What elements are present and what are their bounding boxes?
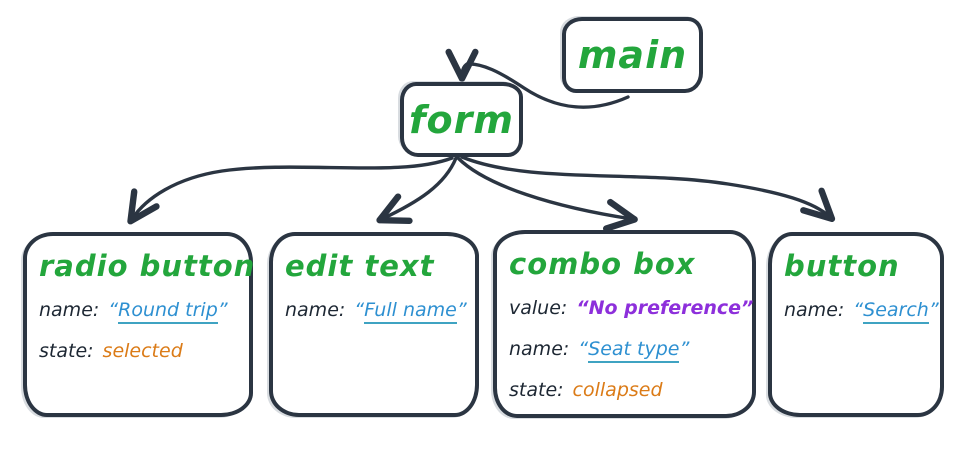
prop-label: name: [509, 338, 570, 360]
prop-value: No preference [576, 296, 753, 321]
prop-name: name: Search [784, 298, 932, 324]
edge-form-to-combo-box [456, 156, 638, 232]
prop-name: name: Full name [285, 298, 467, 324]
edge-form-to-edit-text [376, 156, 458, 225]
edge-form-to-radio-button [127, 156, 454, 225]
node-button-title: button [784, 249, 900, 283]
prop-label: state: [39, 340, 94, 362]
prop-value: selected [102, 340, 183, 362]
node-radio-button: radio button name: Round trip state: sel… [23, 232, 256, 417]
node-edit-text-props: name: Full name [285, 298, 467, 324]
node-radio-button-title: radio button [39, 249, 256, 283]
node-form-title: form [409, 97, 514, 142]
node-combo-box-props: value: No preference name: Seat type sta… [509, 296, 744, 403]
prop-value: Search [853, 298, 938, 324]
node-button-props: name: Search [784, 298, 932, 324]
node-edit-text-title: edit text [285, 249, 435, 283]
node-button: button name: Search [768, 232, 944, 417]
prop-name: name: Round trip [39, 298, 241, 324]
node-combo-box: combo box value: No preference name: Sea… [493, 230, 756, 418]
prop-value-line: value: No preference [509, 296, 744, 321]
prop-name: name: Seat type [509, 337, 744, 363]
prop-value: collapsed [572, 379, 663, 401]
prop-label: state: [509, 379, 564, 401]
prop-state: state: collapsed [509, 378, 744, 403]
edge-form-to-button [460, 155, 836, 223]
prop-value: Round trip [108, 298, 227, 324]
prop-state: state: selected [39, 339, 241, 364]
node-form: form [400, 82, 523, 157]
node-main: main [562, 17, 703, 93]
prop-label: name: [39, 299, 100, 321]
node-radio-button-props: name: Round trip state: selected [39, 298, 241, 364]
prop-value: Seat type [578, 337, 689, 363]
prop-label: value: [509, 297, 568, 319]
node-combo-box-title: combo box [509, 247, 696, 281]
prop-label: name: [784, 299, 845, 321]
node-main-title: main [577, 33, 688, 77]
prop-label: name: [285, 299, 346, 321]
prop-value: Full name [354, 298, 466, 324]
node-edit-text: edit text name: Full name [269, 232, 479, 417]
